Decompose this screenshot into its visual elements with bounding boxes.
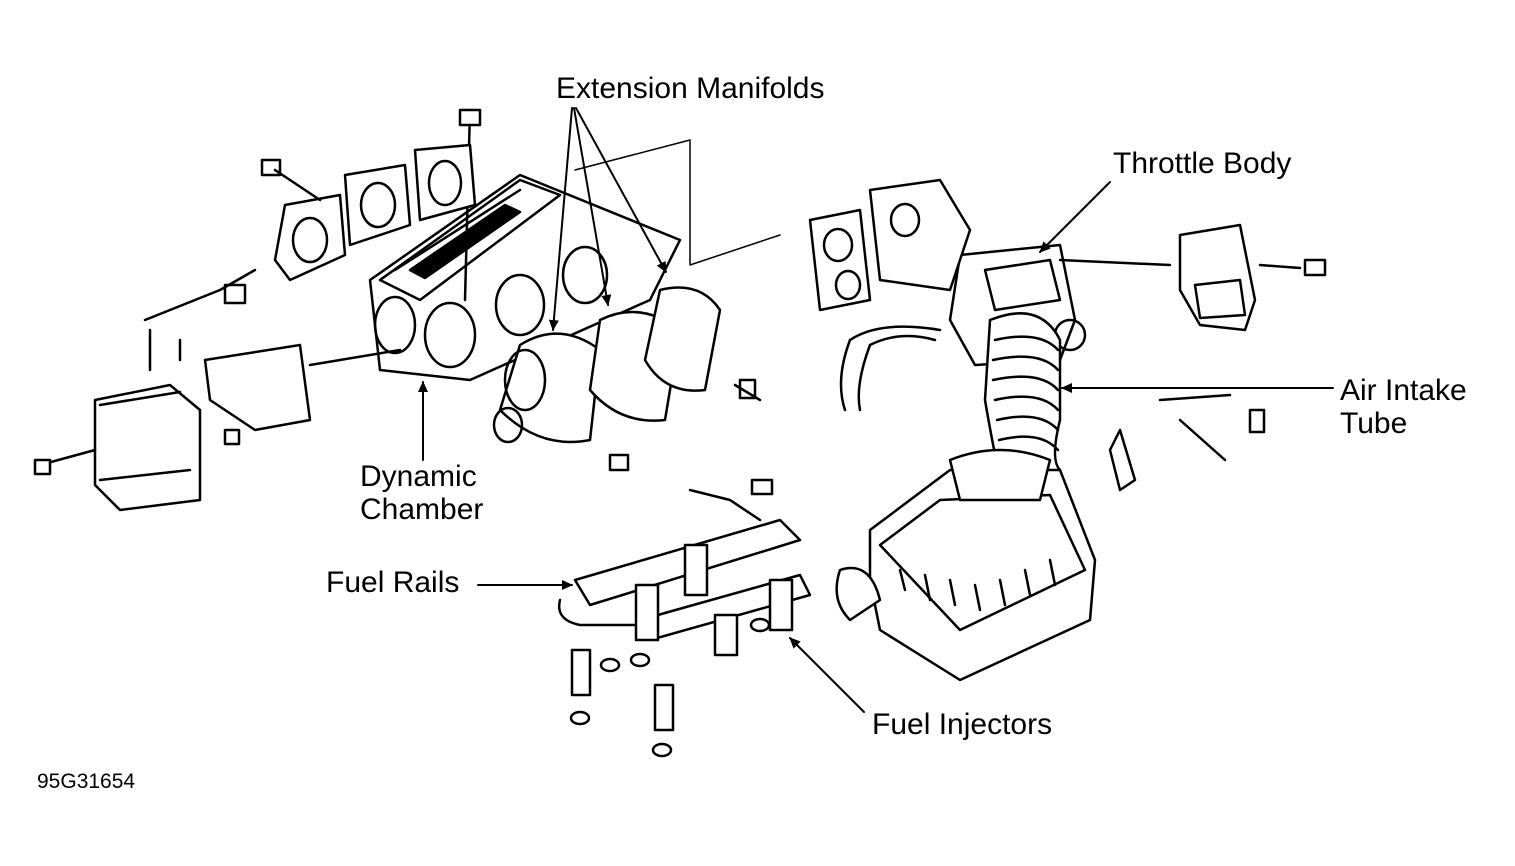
label-extension-manifolds: Extension Manifolds [556, 72, 825, 105]
air-intake-tube-part [839, 312, 1062, 482]
arrow-fuel-injectors [789, 637, 865, 713]
extension-manifold-parts [492, 286, 762, 472]
label-air-intake-tube-line2: Tube [1340, 407, 1408, 440]
arrow-extension-manifold-1 [548, 107, 573, 331]
label-air-intake-tube-line1: Air Intake [1340, 374, 1467, 407]
label-dynamic-chamber-line2: Chamber [360, 493, 484, 526]
arrow-throttle-body [1039, 181, 1111, 253]
figure-code: 95G31654 [37, 770, 136, 793]
dynamic-chamber-part [368, 108, 682, 382]
label-dynamic-chamber: Dynamic Chamber [360, 460, 483, 526]
label-dynamic-chamber-line1: Dynamic [360, 460, 477, 493]
flange-gaskets [260, 143, 477, 282]
air-valve-parts [33, 268, 402, 512]
arrow-extension-manifold-2 [573, 107, 612, 306]
fuel-injector-parts [569, 478, 794, 758]
leader-arrows [418, 107, 1334, 713]
label-air-intake-tube: Air Intake Tube [1340, 374, 1467, 440]
label-fuel-injectors: Fuel Injectors [872, 708, 1053, 741]
label-fuel-rails: Fuel Rails [326, 566, 460, 599]
label-throttle-body: Throttle Body [1113, 147, 1292, 180]
arrow-extension-manifold-3 [575, 107, 667, 273]
air-cleaner-part [835, 448, 1097, 682]
idle-control-valve-part [1108, 223, 1327, 492]
